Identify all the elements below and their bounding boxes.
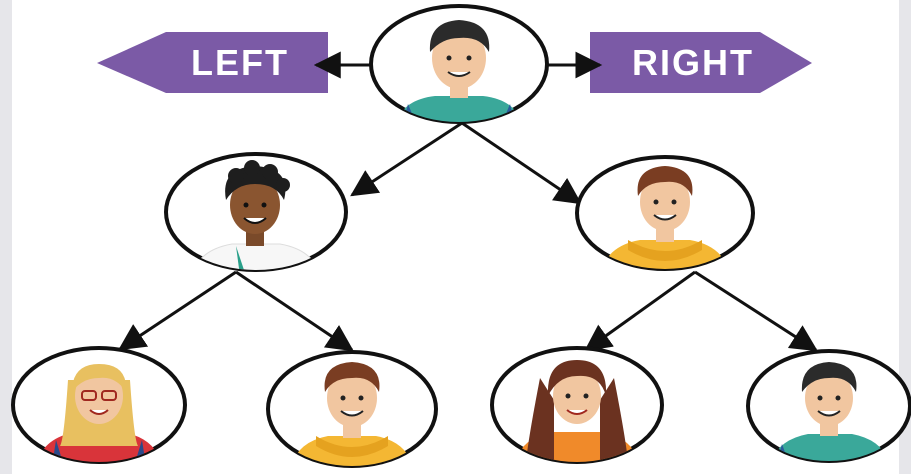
root-to-right-child-edge [461, 121, 582, 205]
left-side-panel [0, 0, 12, 474]
girl-blonde-glasses-red-shirt-avatar-icon [36, 364, 162, 462]
right-banner: RIGHT [590, 32, 812, 93]
right-child-to-leaf3-edge [584, 270, 696, 352]
tree-node-right-child [575, 155, 755, 271]
right-banner-shape [590, 32, 812, 93]
tree-node-left-child [164, 152, 348, 272]
left-banner-label: LEFT [191, 42, 289, 83]
right-banner-label: RIGHT [632, 42, 754, 83]
right-side-panel [899, 0, 911, 474]
girl-long-brown-hair-orange-shirt-avatar-icon [514, 360, 640, 462]
tree-node-leaf-2 [266, 350, 438, 468]
tree-node-leaf-1 [11, 346, 187, 464]
left-child-to-leaf1-edge [118, 270, 237, 351]
left-child-to-leaf2-edge [235, 270, 354, 352]
left-banner-shape [97, 32, 328, 93]
right-child-to-leaf4-edge [694, 270, 818, 352]
left-banner: LEFT [97, 32, 328, 93]
tree-node-leaf-4 [746, 349, 911, 463]
tree-node-root [369, 4, 549, 124]
root-to-left-child-edge [350, 121, 463, 197]
boy-brown-hair-yellow-hoodie-avatar-icon [290, 362, 414, 466]
tree-node-leaf-3 [490, 346, 664, 464]
tree-edges [118, 51, 818, 352]
